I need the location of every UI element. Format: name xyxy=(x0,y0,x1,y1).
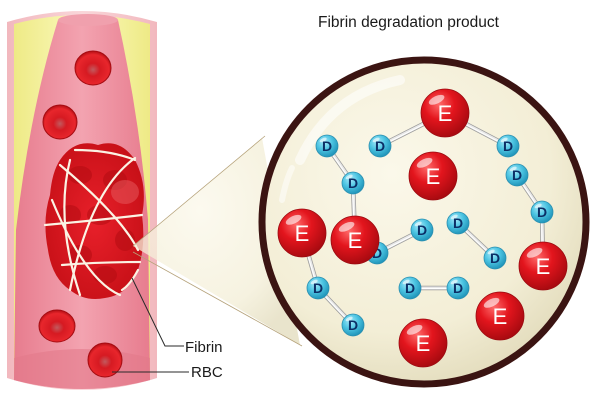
d-domain-node: D xyxy=(315,134,339,158)
d-domain-label: D xyxy=(405,280,415,296)
rbc-cell xyxy=(87,342,123,378)
d-domain-node: D xyxy=(483,246,507,270)
magnifier-cone xyxy=(133,138,300,345)
d-domain-label: D xyxy=(348,317,358,333)
lens-highlight xyxy=(295,75,405,165)
cone-edge-bottom xyxy=(132,251,303,347)
d-domain-node: D xyxy=(306,276,330,300)
d-domain-label: D xyxy=(453,215,463,231)
e-domain-node: E xyxy=(420,88,470,138)
fibrin-label: Fibrin xyxy=(185,339,223,356)
d-domain-label: D xyxy=(417,222,427,238)
d-domain-label: D xyxy=(512,167,522,183)
e-domain-label: E xyxy=(416,331,431,356)
leader-lines xyxy=(112,277,189,373)
d-domain-node: D xyxy=(505,163,529,187)
d-domain-label: D xyxy=(503,138,513,154)
d-domain-label: D xyxy=(372,245,382,261)
fibrin-strands xyxy=(43,148,144,297)
d-domain-label: D xyxy=(313,280,323,296)
e-domain-label: E xyxy=(426,164,441,189)
cone-edge-top xyxy=(132,135,266,247)
d-domain-label: D xyxy=(322,138,332,154)
e-domain-node: E xyxy=(277,208,327,258)
d-domain-node: D xyxy=(446,211,470,235)
d-domain-label: D xyxy=(348,175,358,191)
e-domain-label: E xyxy=(438,101,453,126)
e-domain-label: E xyxy=(536,254,551,279)
d-domain-label: D xyxy=(375,138,385,154)
red-blood-cells xyxy=(38,50,123,378)
d-domain-label: D xyxy=(537,204,547,220)
e-domain-node: E xyxy=(330,215,380,265)
e-domain-node: E xyxy=(518,241,568,291)
d-domain-node: D xyxy=(398,276,422,300)
e-domain-label: E xyxy=(348,228,363,253)
e-domain-node: E xyxy=(398,318,448,368)
d-domain-label: D xyxy=(453,280,463,296)
d-domain-node: D xyxy=(446,276,470,300)
fibrin-leader-line xyxy=(131,277,184,347)
e-domain-node: E xyxy=(408,151,458,201)
diagram-title: Fibrin degradation product xyxy=(318,14,499,31)
d-domain-node: D xyxy=(410,218,434,242)
blood-clot xyxy=(43,143,144,299)
d-domain-node: D xyxy=(530,200,554,224)
d-domain-node: D xyxy=(368,134,392,158)
rbc-cell xyxy=(42,104,78,140)
e-domain-node: E xyxy=(475,291,525,341)
e-domain-label: E xyxy=(295,221,310,246)
d-domain-node: D xyxy=(341,313,365,337)
vessel-top-opening xyxy=(58,14,118,26)
d-domain-label: D xyxy=(490,250,500,266)
rbc-cell xyxy=(74,50,112,86)
d-domain-node: D xyxy=(341,171,365,195)
rbc-cell xyxy=(38,309,76,343)
d-domain-node: D xyxy=(496,134,520,158)
e-domain-label: E xyxy=(493,304,508,329)
rbc-label: RBC xyxy=(191,364,223,381)
vessel-bottom-shade xyxy=(14,349,150,389)
